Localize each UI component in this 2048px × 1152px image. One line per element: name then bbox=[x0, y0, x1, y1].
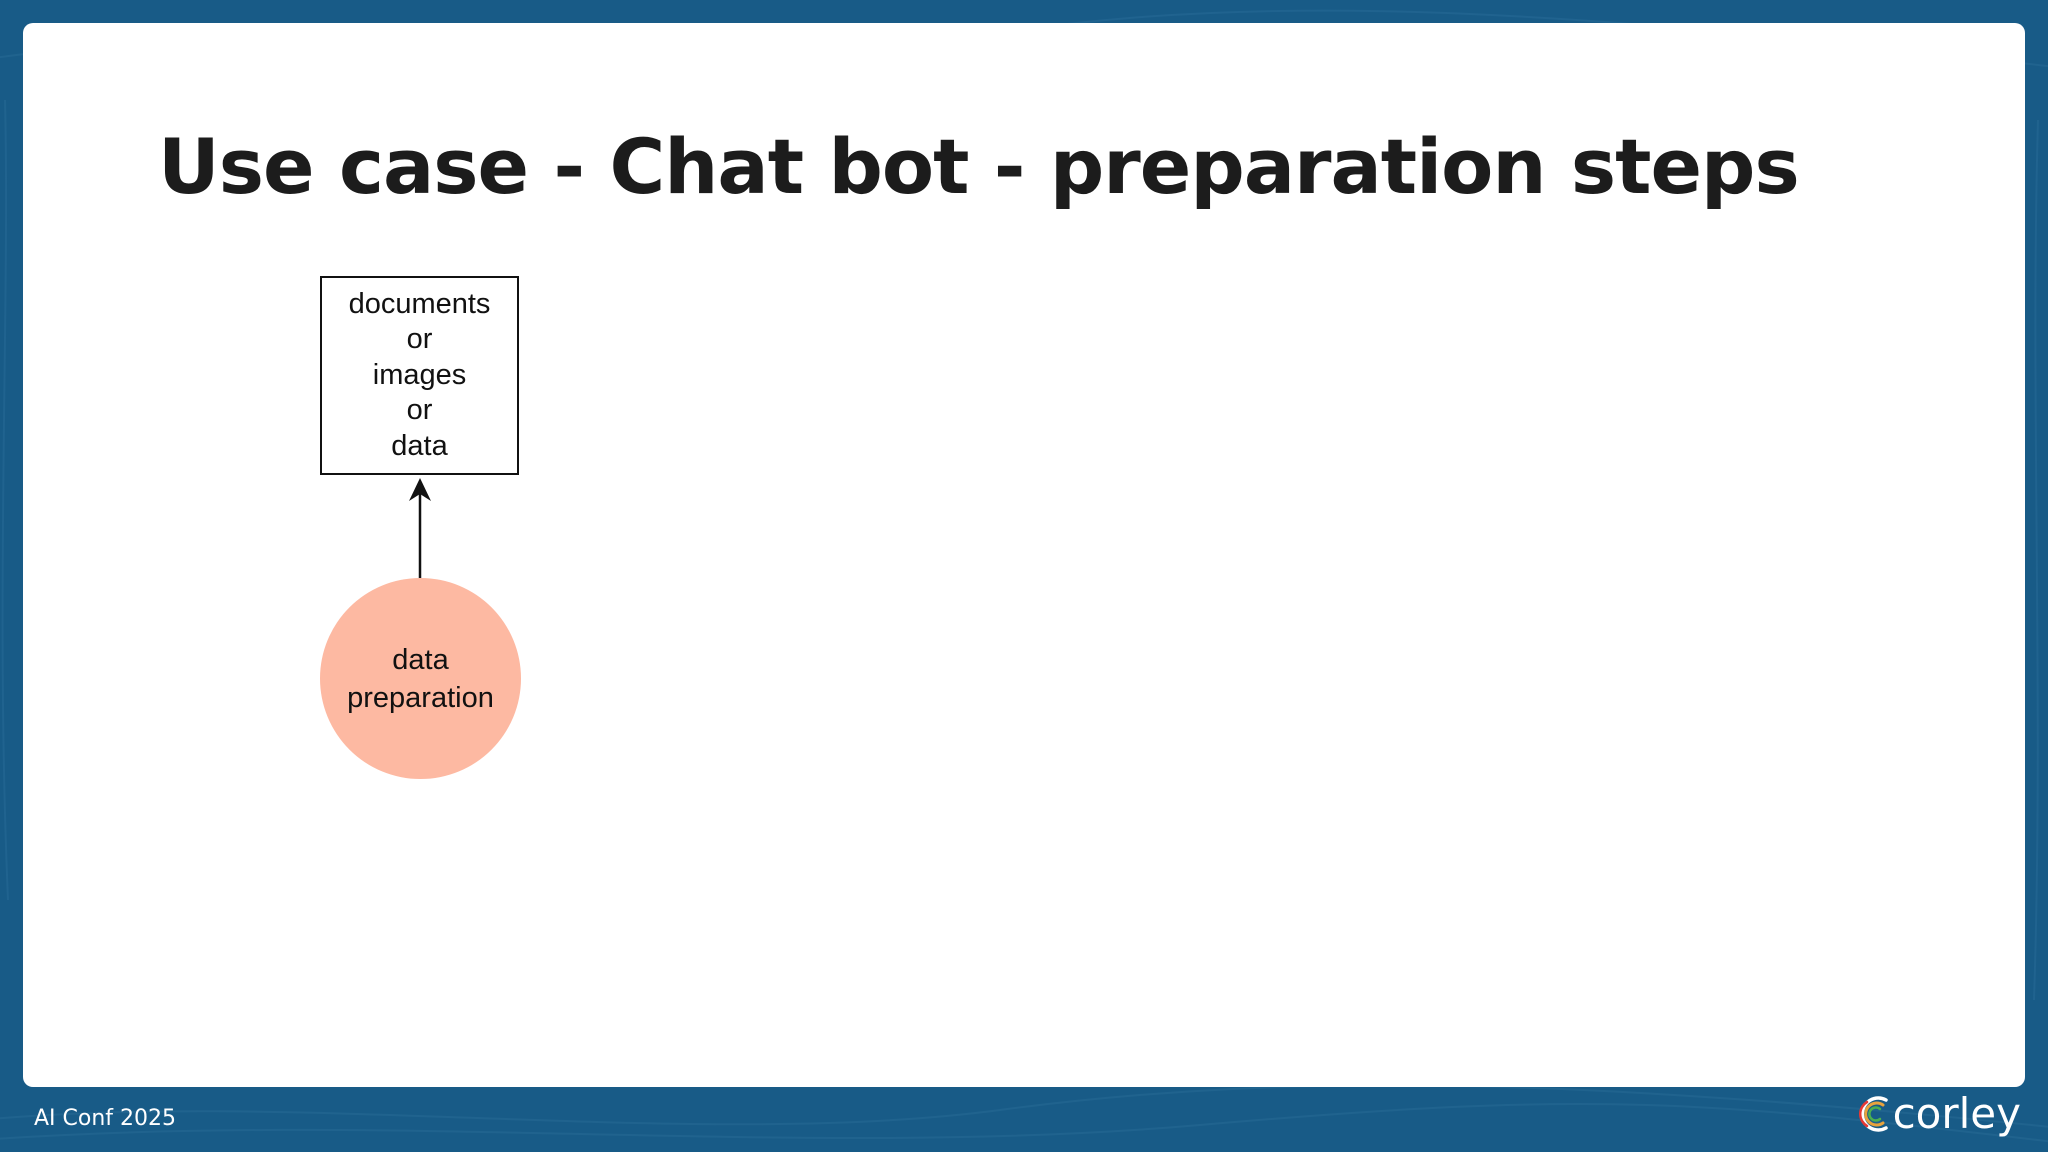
slide-title: Use case - Chat bot - preparation steps bbox=[158, 122, 1800, 211]
node-label-line: data bbox=[392, 643, 449, 676]
node-label-line: preparation bbox=[347, 681, 494, 714]
logo-text: corley bbox=[1892, 1089, 2021, 1138]
data-preparation-node: data preparation bbox=[320, 578, 521, 779]
source-box-line: images bbox=[372, 358, 467, 391]
brand-logo: corley bbox=[1853, 1090, 2021, 1138]
footer-event-label: AI Conf 2025 bbox=[34, 1106, 177, 1131]
source-box-line: documents bbox=[348, 287, 491, 320]
arrow-up-icon bbox=[409, 478, 431, 501]
corley-logo-icon bbox=[1858, 1096, 1888, 1132]
source-box: documents or images or data bbox=[320, 276, 519, 475]
slide-canvas bbox=[23, 23, 2025, 1087]
source-box-line: data bbox=[391, 429, 448, 462]
source-box-line: or bbox=[406, 323, 433, 356]
source-box-line: or bbox=[406, 394, 433, 427]
